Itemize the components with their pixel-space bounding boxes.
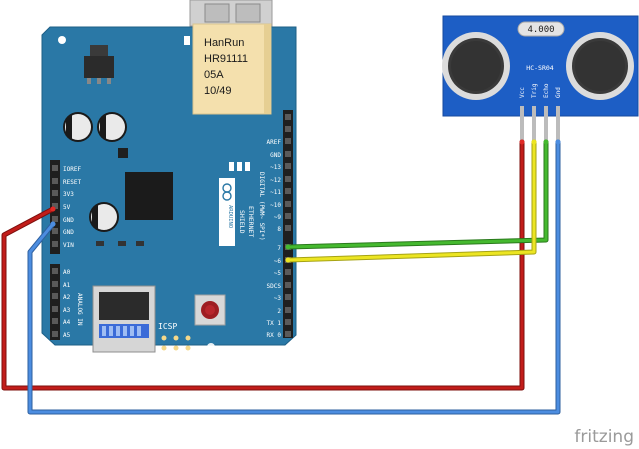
shield-title-line: ETHERNET bbox=[247, 206, 255, 237]
shield-title-line: SHIELD bbox=[238, 210, 246, 234]
digital-pin-label: 7 bbox=[277, 245, 281, 252]
digital-pin-label: ~11 bbox=[270, 189, 281, 196]
digital-pin-label: ~10 bbox=[270, 202, 281, 209]
ethernet-chip bbox=[125, 172, 173, 220]
jack-label-line: 05A bbox=[204, 69, 224, 81]
wires bbox=[1, 139, 561, 415]
analog-pin-label: A3 bbox=[63, 307, 71, 314]
reset-button bbox=[194, 294, 226, 326]
power-pin-label: VIN bbox=[63, 242, 74, 249]
mount-hole bbox=[207, 343, 215, 351]
sensor-pins bbox=[520, 106, 560, 142]
digital-pin-label: GND bbox=[270, 152, 281, 159]
analog-pin-label: A5 bbox=[63, 332, 71, 339]
analog-pin-label: A0 bbox=[63, 269, 71, 276]
power-pin-label: GND bbox=[63, 217, 74, 224]
mount-hole bbox=[58, 36, 66, 44]
icsp-header bbox=[161, 335, 191, 351]
sensor-crystal bbox=[517, 21, 565, 37]
capacitor bbox=[89, 202, 119, 232]
capacitor bbox=[97, 112, 127, 142]
digital-header bbox=[283, 110, 293, 338]
analog-header bbox=[50, 264, 60, 340]
sd-card-slot bbox=[92, 285, 156, 353]
power-pin-label: IOREF bbox=[63, 166, 81, 173]
voltage-regulator bbox=[84, 56, 114, 78]
icsp-label: ICSP bbox=[158, 322, 177, 331]
digital-pin-label: TX 1 bbox=[267, 320, 282, 327]
analog-pin-label: A1 bbox=[63, 282, 71, 289]
sensor-crystal-text: 4.000 bbox=[527, 25, 554, 35]
sensor-pin-label: Gnd bbox=[555, 87, 562, 98]
digital-pin-label: ~5 bbox=[274, 270, 282, 277]
capacitor bbox=[63, 112, 93, 142]
analog-heading: ANALOG IN bbox=[76, 293, 83, 326]
digital-pin-label: SDCS bbox=[267, 283, 282, 290]
sensor-pin-label: Echo bbox=[543, 83, 550, 98]
ultrasonic-sensor: 4.000 HC-SR04 Vcc Trig Echo Gnd bbox=[442, 15, 639, 142]
sensor-model: HC-SR04 bbox=[526, 64, 553, 72]
arduino-logo-text: ARDUINO bbox=[227, 205, 233, 228]
wire-endpoints bbox=[50, 139, 561, 263]
jack-label-line: HR91111 bbox=[204, 53, 248, 65]
power-pin-label: GND bbox=[63, 229, 74, 236]
power-pin-label: 5V bbox=[63, 204, 71, 211]
digital-pin-label: ~3 bbox=[274, 295, 282, 302]
digital-pin-label: AREF bbox=[267, 139, 282, 146]
ethernet-shield-board: HanRun HR91111 05A 10/49 bbox=[41, 0, 297, 353]
digital-pin-label: ~6 bbox=[274, 258, 282, 265]
jack-label-line: HanRun bbox=[204, 37, 244, 49]
digital-pin-label: ~9 bbox=[274, 214, 282, 221]
digital-pin-label: 2 bbox=[277, 308, 281, 315]
digital-pin-label: RX 0 bbox=[267, 332, 282, 339]
power-pin-label: 3V3 bbox=[63, 191, 74, 198]
jack-label-line: 10/49 bbox=[204, 85, 232, 97]
sensor-pin-label: Trig bbox=[531, 83, 538, 98]
analog-pin-label: A4 bbox=[63, 319, 71, 326]
analog-pin-label: A2 bbox=[63, 294, 71, 301]
wire-green-echo bbox=[285, 139, 549, 250]
digital-pin-label: ~12 bbox=[270, 177, 281, 184]
digital-pin-label: 8 bbox=[277, 226, 281, 233]
fritzing-watermark: fritzing bbox=[574, 427, 634, 447]
digital-pin-label: ~13 bbox=[270, 164, 281, 171]
power-pin-label: RESET bbox=[63, 179, 81, 186]
digital-heading: DIGITAL (PWM~ SPI*) bbox=[258, 172, 265, 241]
sensor-pin-label: Vcc bbox=[519, 87, 526, 98]
